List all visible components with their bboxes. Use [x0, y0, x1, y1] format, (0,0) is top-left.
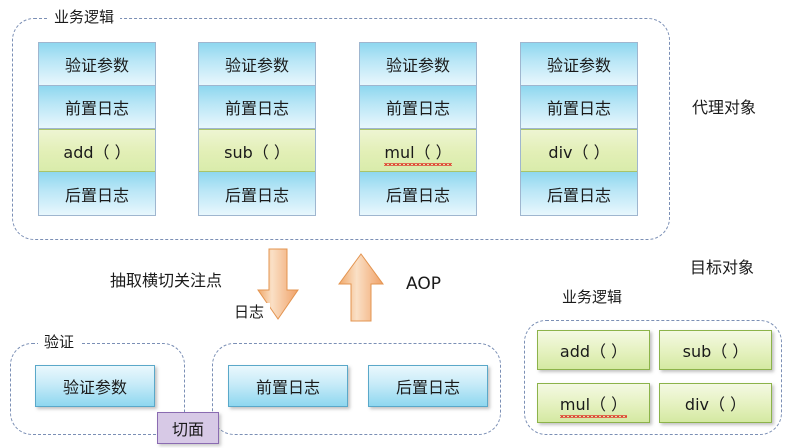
proxy-cell-validate: 验证参数 [521, 43, 637, 86]
extract-down-arrow [256, 247, 300, 323]
target-object-group [524, 320, 782, 435]
target-method-sub: sub（ ） [659, 330, 772, 370]
log-aspect-group [212, 343, 501, 435]
proxy-cell-before-log: 前置日志 [521, 86, 637, 129]
proxy-card-sub: 验证参数 前置日志 sub（ ） 后置日志 [198, 42, 316, 216]
proxy-object-group [12, 18, 670, 240]
proxy-cell-after-log: 后置日志 [199, 172, 315, 215]
target-object-title: 目标对象 [690, 258, 755, 277]
proxy-card-mul: 验证参数 前置日志 mul（ ） 后置日志 [359, 42, 477, 216]
proxy-group-label: 业务逻辑 [48, 8, 121, 26]
proxy-cell-before-log: 前置日志 [199, 86, 315, 129]
validate-aspect-group [10, 343, 185, 435]
misspelled-word: mul（ ） [384, 139, 452, 166]
target-group-label: 业务逻辑 [556, 288, 629, 306]
proxy-cell-before-log: 前置日志 [39, 86, 155, 129]
target-method-div: div（ ） [659, 383, 772, 423]
validate-group-label: 验证 [38, 333, 81, 351]
aop-up-arrow [336, 252, 386, 324]
proxy-cell-after-log: 后置日志 [39, 172, 155, 215]
proxy-cell-after-log: 后置日志 [360, 172, 476, 215]
proxy-object-title: 代理对象 [692, 98, 757, 117]
proxy-cell-before-log: 前置日志 [360, 86, 476, 129]
aspect-chip-before-log: 前置日志 [228, 365, 348, 407]
proxy-cell-method-add: add（ ） [39, 129, 155, 172]
proxy-cell-validate: 验证参数 [199, 43, 315, 86]
proxy-cell-validate: 验证参数 [360, 43, 476, 86]
proxy-cell-method-mul: mul（ ） [360, 129, 476, 172]
proxy-cell-after-log: 后置日志 [521, 172, 637, 215]
aop-label: AOP [406, 274, 441, 294]
proxy-card-add: 验证参数 前置日志 add（ ） 后置日志 [38, 42, 156, 216]
misspelled-word: mul（ ） [559, 391, 628, 418]
aspect-chip-after-log: 后置日志 [368, 365, 488, 407]
proxy-card-div: 验证参数 前置日志 div（ ） 后置日志 [520, 42, 638, 216]
extract-crosscutting-label: 抽取横切关注点 [110, 271, 223, 290]
aspect-badge: 切面 [157, 412, 219, 444]
proxy-cell-method-sub: sub（ ） [199, 129, 315, 172]
aspect-chip-validate-param: 验证参数 [35, 365, 155, 407]
proxy-cell-method-div: div（ ） [521, 129, 637, 172]
target-method-add: add（ ） [537, 330, 650, 370]
proxy-cell-validate: 验证参数 [39, 43, 155, 86]
log-group-label: 日志 [228, 303, 271, 321]
target-method-mul: mul（ ） [537, 383, 650, 423]
